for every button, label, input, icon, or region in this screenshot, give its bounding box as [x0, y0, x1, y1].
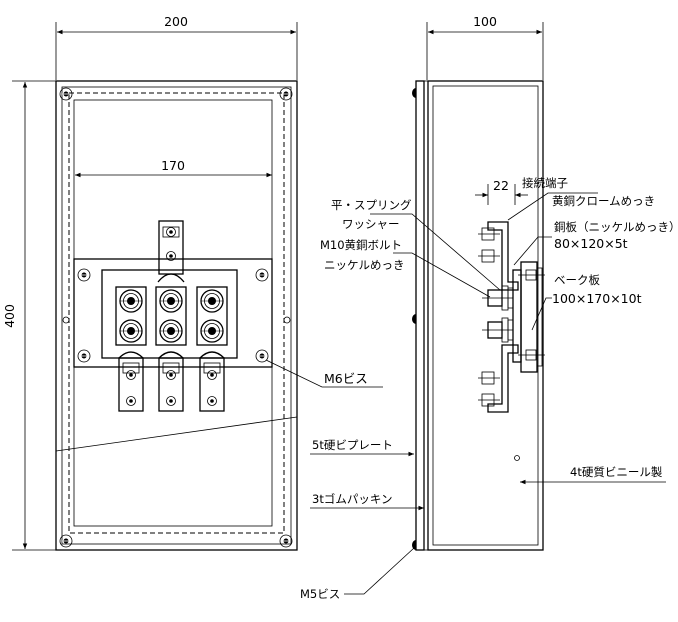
washer-label-1: 平・スプリング [331, 198, 412, 212]
terminal-stud-icon [119, 319, 143, 343]
m10-bolts [482, 285, 514, 343]
front-outer-frame [55, 80, 298, 551]
bakelite-label-1: ベーク板 [554, 273, 600, 287]
terminal-label-1: 接続端子 [522, 176, 568, 190]
terminal-label-2: 黄銅クロームめっき [552, 194, 655, 208]
m6-screw-icon [77, 349, 91, 363]
terminal-stud-icon [200, 289, 224, 313]
side-depth-label: 100 [473, 14, 497, 29]
copper-plate-label-2: 80×120×5t [554, 236, 628, 251]
m6-leader [265, 359, 383, 388]
hard-vinyl-plate-side [415, 80, 425, 551]
m5-screw-label: M5ビス [300, 587, 340, 601]
bakelite-screws [518, 269, 545, 361]
washer-label-2: ワッシャー [342, 217, 400, 231]
front-width-label: 200 [164, 14, 188, 29]
m10-bolt-label-1: M10黄銅ボルト [320, 238, 402, 252]
plate-width-label: 170 [161, 158, 185, 173]
hard-vinyl-case-label: 4t硬質ビニール製 [570, 465, 663, 479]
terminal-stud-icon [159, 319, 183, 343]
lower-terminal-side [478, 344, 520, 461]
bakelite-plate-side [520, 261, 538, 373]
corner-screw-icon [279, 87, 293, 101]
side-view: 100 22 [300, 14, 678, 601]
copper-plate-label-1: 銅板（ニッケルめっき） [554, 220, 678, 234]
bottom-terminals [118, 351, 225, 412]
copper-plate-side [512, 269, 522, 363]
hard-vinyl-plate-label: 5t硬ビプレート [312, 438, 393, 452]
front-dashed-outline [68, 92, 285, 534]
terminal-spacing-label: 22 [493, 178, 509, 193]
m10-bolt-label-2: ニッケルめっき [324, 258, 405, 272]
front-view: 200 400 170 [2, 14, 383, 551]
terminal-stud-icon [159, 289, 183, 313]
bakelite-plate-front [73, 258, 273, 368]
m6-screw-icon [255, 268, 269, 282]
upper-terminal-side [478, 221, 519, 291]
height-dimension: 400 [2, 80, 56, 551]
plate-width-dimension: 170 [75, 158, 272, 178]
terminal-stud-icon [200, 319, 224, 343]
height-label: 400 [2, 304, 17, 328]
rubber-packing-label: 3tゴムパッキン [312, 492, 392, 506]
front-width-dimension: 200 [55, 14, 298, 80]
stud-columns [115, 286, 228, 346]
m6-screw-label: M6ビス [324, 371, 368, 386]
corner-screw-icon [279, 534, 293, 548]
side-depth-dimension: 100 [426, 14, 544, 80]
bakelite-label-2: 100×170×10t [552, 291, 642, 306]
top-terminal [157, 220, 185, 283]
terminal-stud-icon [119, 289, 143, 313]
m6-screw-icon [77, 268, 91, 282]
vinyl-case-side [427, 80, 544, 551]
terminal-spacing-dimension: 22 [475, 178, 528, 205]
break-line [55, 416, 298, 452]
